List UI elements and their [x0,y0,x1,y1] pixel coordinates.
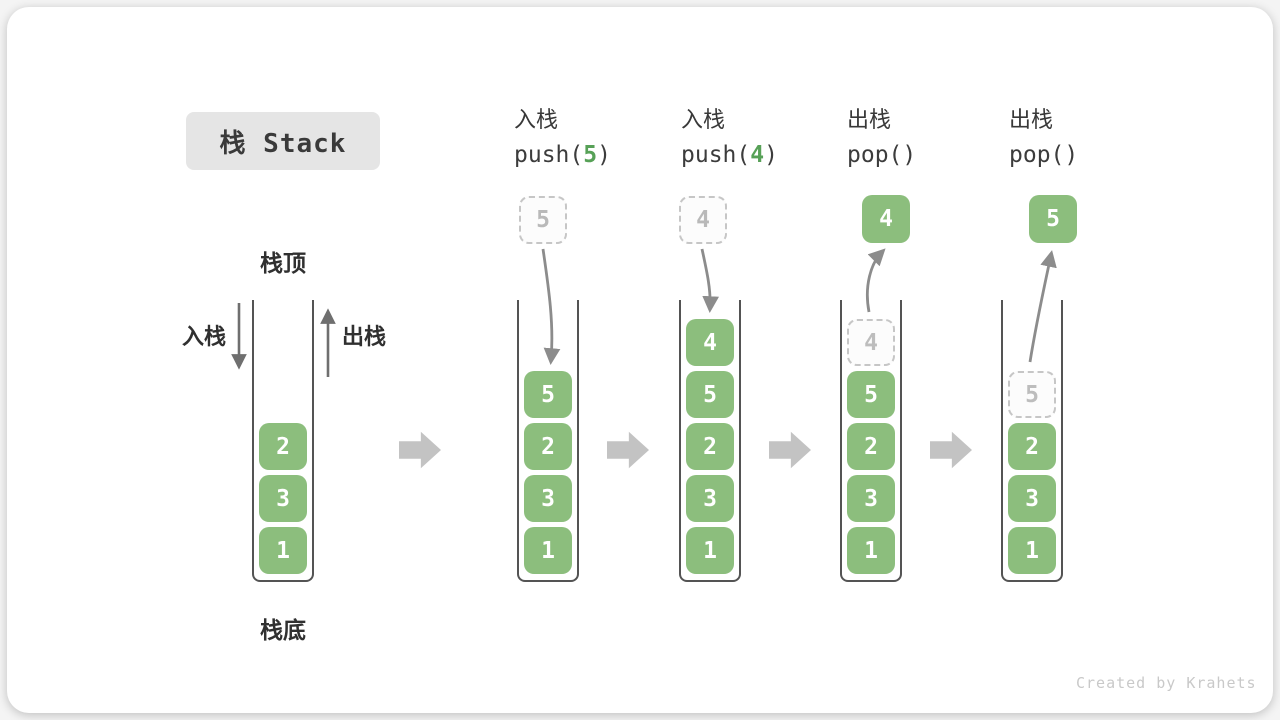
stack-cell: 1 [259,527,307,574]
stack-container-1: 2 3 1 [252,300,314,582]
stack-container-2: 5 2 3 1 [517,300,579,582]
stack-top-label: 栈顶 [260,251,306,277]
stack-cell: 5 [686,371,734,418]
stack-cell: 3 [259,475,307,522]
stack-bottom-label: 栈底 [260,618,306,644]
stack-cell-ghost: 4 [847,319,895,366]
stack-cell: 3 [686,475,734,522]
op-name: 入栈 [514,108,559,133]
popped-element-box: 5 [1029,195,1077,243]
stack-cell: 2 [1008,423,1056,470]
stack-cell: 4 [686,319,734,366]
op-code: push(5) [514,142,611,168]
stack-cell: 1 [686,527,734,574]
stack-container-5: 5 2 3 1 [1001,300,1063,582]
stack-cell: 3 [847,475,895,522]
op-code: pop() [1009,142,1079,168]
op-code-arg: 4 [750,142,765,168]
op-label-push-5: 入栈 push(5) [514,104,674,172]
stack-cell: 1 [847,527,895,574]
diagram-title: 栈 Stack [186,112,380,170]
stack-cell: 5 [847,371,895,418]
op-label-pop-1: 出栈 pop() [847,104,1007,172]
op-code: push(4) [681,142,778,168]
stack-container-4: 4 5 2 3 1 [840,300,902,582]
pop-side-label: 出栈 [342,325,387,350]
stack-cell: 5 [524,371,572,418]
op-label-push-4: 入栈 push(4) [681,104,841,172]
stack-container-3: 4 5 2 3 1 [679,300,741,582]
stack-cell-ghost: 5 [1008,371,1056,418]
incoming-element-box: 5 [519,196,567,244]
stack-cell: 3 [524,475,572,522]
push-side-label: 入栈 [181,325,226,350]
stack-cell: 2 [259,423,307,470]
stack-cell: 2 [686,423,734,470]
op-label-pop-2: 出栈 pop() [1009,104,1169,172]
stack-cell: 2 [847,423,895,470]
op-code-arg: 5 [583,142,598,168]
stack-cell: 2 [524,423,572,470]
op-name: 出栈 [847,108,892,133]
incoming-element-box: 4 [679,196,727,244]
op-name: 出栈 [1009,108,1054,133]
popped-element-box: 4 [862,195,910,243]
watermark: Created by Krahets [1076,674,1257,692]
stack-cell: 3 [1008,475,1056,522]
stack-cell: 1 [524,527,572,574]
stack-cell: 1 [1008,527,1056,574]
op-name: 入栈 [681,108,726,133]
op-code: pop() [847,142,917,168]
